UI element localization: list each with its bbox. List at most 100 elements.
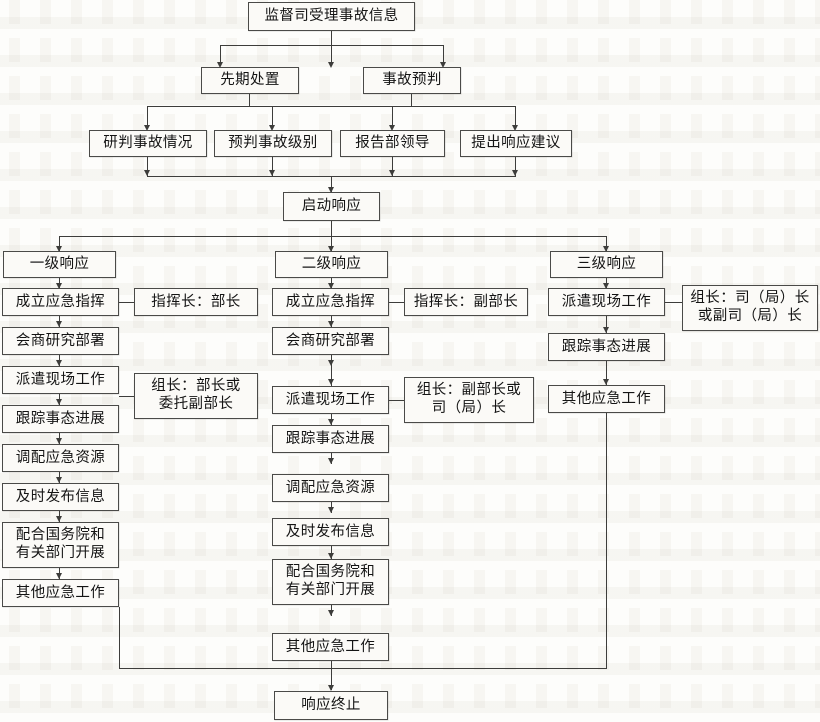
connector-intake-down (331, 31, 332, 45)
connector-row3-c1-out (147, 157, 148, 176)
arrow-row3-c3 (389, 125, 395, 131)
arrow-level2 (328, 246, 334, 252)
note-level2-commander[interactable]: 指挥长：副部长 (404, 288, 528, 316)
arrow-row2-left (217, 62, 223, 68)
connector-terminate-bus-right (331, 668, 607, 669)
node-level1-step-2[interactable]: 会商研究部署 (2, 327, 119, 355)
node-prejudge-accident-level[interactable]: 预判事故级别 (214, 130, 332, 157)
node-report-to-leadership[interactable]: 报告部领导 (340, 130, 445, 157)
arrow-c1-s4 (56, 438, 62, 444)
connector-level2-drop (331, 236, 332, 252)
arrow-row3-c2-out (269, 170, 275, 176)
connector-c2-note-2 (389, 400, 404, 401)
node-level2-step-7[interactable]: 配合国务院和 有关部门开展 (272, 559, 389, 605)
node-level2-header[interactable]: 二级响应 (275, 251, 388, 278)
node-level3-step-2[interactable]: 跟踪事态进展 (548, 333, 665, 361)
connector-c1-tail (119, 607, 120, 668)
node-terminate-response[interactable]: 响应终止 (274, 691, 388, 720)
node-level1-step-1[interactable]: 成立应急指挥 (2, 288, 119, 316)
arrow-c2-s2b (328, 379, 334, 385)
connector-row2-left-drop (220, 45, 221, 64)
node-level2-step-5[interactable]: 调配应急资源 (272, 474, 389, 502)
connector-row3-bus (147, 106, 515, 107)
connector-c2-tail (331, 661, 332, 690)
connector-row3-c4-out (515, 157, 516, 176)
arrow-c2-s5 (328, 507, 334, 513)
arrow-c3-s0 (603, 283, 609, 289)
arrow-row2-mid (328, 62, 334, 68)
node-level1-step-3[interactable]: 派遣现场工作 (2, 366, 119, 394)
node-level2-step-8[interactable]: 其他应急工作 (272, 633, 389, 661)
connector-c2-note-1 (389, 302, 404, 303)
connector-row3-c1-drop (147, 106, 148, 127)
node-propose-response[interactable]: 提出响应建议 (460, 130, 572, 157)
note-level1-commander[interactable]: 指挥长：部长 (134, 288, 258, 316)
node-level1-step-8[interactable]: 其他应急工作 (2, 579, 119, 607)
connector-c2-s6 (331, 546, 332, 559)
arrow-c2-s6 (328, 553, 334, 559)
arrow-c1-s3 (56, 399, 62, 405)
arrow-row3-c1-out (144, 170, 150, 176)
connector-initial-disposal-down (249, 94, 250, 106)
node-level1-step-6[interactable]: 及时发布信息 (2, 483, 119, 511)
connector-levels-bus (59, 236, 607, 237)
connector-level1-drop (59, 236, 60, 252)
node-assess-accident-situation[interactable]: 研判事故情况 (89, 130, 207, 157)
arrow-level1 (56, 246, 62, 252)
node-intake[interactable]: 监督司受理事故信息 (248, 2, 415, 31)
arrow-c2-s2 (328, 360, 334, 366)
note-level2-team-leader[interactable]: 组长：副部长或 司（局）长 (404, 377, 534, 423)
arrow-level3 (603, 246, 609, 252)
node-level1-step-5[interactable]: 调配应急资源 (2, 444, 119, 472)
connector-c1-note-1 (119, 302, 134, 303)
arrow-c1-s0 (56, 283, 62, 289)
connector-row3-c4-drop (515, 106, 516, 127)
arrow-c1-s1 (56, 321, 62, 327)
connector-prejudgment-down (411, 94, 412, 106)
node-level1-step-7[interactable]: 配合国务院和 有关部门开展 (2, 522, 119, 568)
arrow-activate (328, 187, 334, 193)
connector-c3-tail (606, 413, 607, 668)
node-level3-step-1[interactable]: 派遣现场工作 (548, 288, 665, 316)
node-level3-step-3[interactable]: 其他应急工作 (548, 385, 665, 413)
node-level1-step-4[interactable]: 跟踪事态进展 (2, 405, 119, 433)
arrow-c3-s2 (603, 379, 609, 385)
connector-activate-down (331, 221, 332, 236)
connector-row3-c2-out (272, 157, 273, 176)
arrow-c2-s4 (328, 458, 334, 464)
note-level3-team-leader[interactable]: 组长：司（局）长 或副司（局）长 (682, 285, 818, 331)
arrow-row3-c3-out (389, 170, 395, 176)
note-level1-team-leader[interactable]: 组长：部长或 委托副部长 (134, 373, 258, 419)
arrow-c3-s1 (603, 327, 609, 333)
arrow-row3-c1 (144, 125, 150, 131)
connector-row3-c3-out (392, 157, 393, 176)
arrow-c1-s2 (56, 360, 62, 366)
arrow-row3-c4-out (512, 170, 518, 176)
arrow-c1-s7 (56, 573, 62, 579)
connector-terminate-bus-left (119, 668, 331, 669)
arrow-c2-s3 (328, 419, 334, 425)
node-level2-step-1[interactable]: 成立应急指挥 (272, 288, 389, 316)
arrow-c2-s0 (328, 283, 334, 289)
node-activate-response[interactable]: 启动响应 (283, 192, 380, 221)
connector-level3-drop (606, 236, 607, 252)
node-level2-step-3[interactable]: 派遣现场工作 (272, 386, 389, 414)
node-accident-prejudgment[interactable]: 事故预判 (363, 67, 461, 94)
arrow-terminate (328, 685, 334, 691)
connector-c1-note-2 (119, 396, 134, 397)
node-level2-step-6[interactable]: 及时发布信息 (272, 518, 389, 546)
node-level3-header[interactable]: 三级响应 (550, 251, 663, 278)
connector-c3-note-1 (665, 302, 682, 303)
arrow-c1-s5 (56, 477, 62, 483)
node-initial-disposal[interactable]: 先期处置 (201, 67, 299, 94)
arrow-row3-c4 (512, 125, 518, 131)
node-level1-header[interactable]: 一级响应 (3, 251, 116, 278)
connector-activate-drop (331, 176, 332, 192)
arrow-c1-s6 (56, 516, 62, 522)
node-level2-step-2[interactable]: 会商研究部署 (272, 327, 389, 355)
node-level2-step-4[interactable]: 跟踪事态进展 (272, 425, 389, 453)
connector-c3-s2 (606, 361, 607, 385)
